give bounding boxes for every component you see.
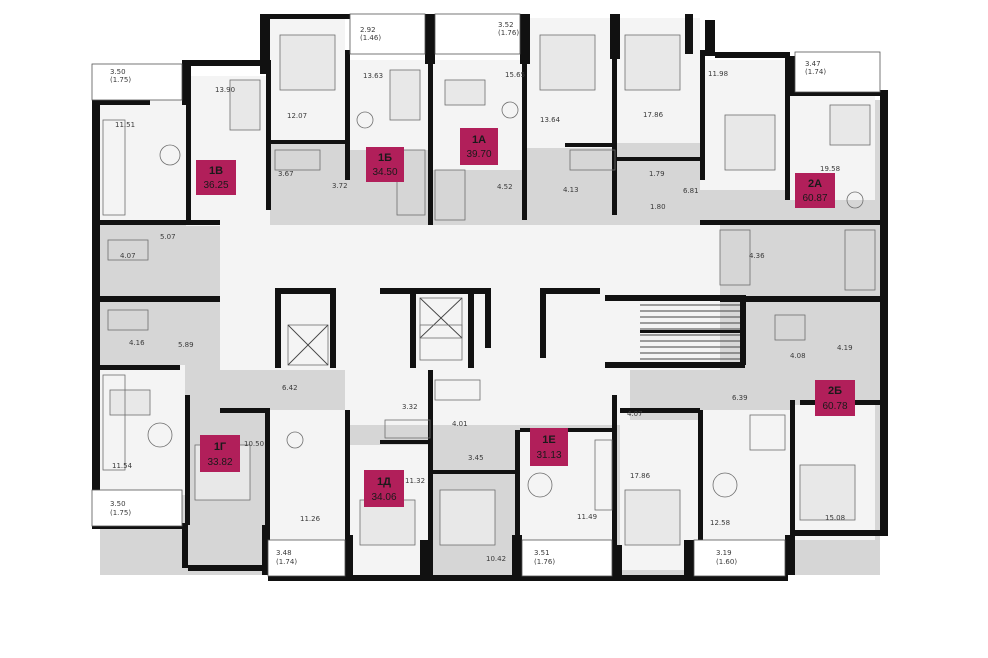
apartment-area: 33.82 [207,457,232,468]
room-label: 12.07 [287,112,307,120]
room-label: 11.32 [405,477,425,485]
room-label: 11.51 [115,121,135,129]
apartment-code: 2Б [828,385,842,397]
room-label: 3.50 [110,68,126,76]
room-label: (1.46) [360,34,381,42]
apartment-code: 1Г [214,441,227,453]
room-label: 10.42 [486,555,506,563]
walls [92,14,888,581]
room-label: 4.08 [790,352,806,360]
room-label: 12.58 [710,519,730,527]
room-label: (1.76) [534,558,555,566]
stair-steps [640,304,740,360]
apartment-code: 1Д [377,476,391,488]
room-label: 15.65 [505,71,525,79]
room-label: 13.63 [363,72,383,80]
room-label: 5.89 [178,341,194,349]
room-label: 11.49 [577,513,597,521]
room-label: 4.52 [497,183,513,191]
apartment-area: 34.06 [371,492,396,503]
room-label: 6.81 [683,187,699,195]
room-label: (1.74) [805,68,826,76]
apartment-area: 34.50 [372,167,397,178]
room-label: 11.26 [300,515,321,523]
room-label: 3.45 [468,454,484,462]
room-label: 4.13 [563,186,579,194]
apartment-badge-1a[interactable]: 1А 39.70 [460,128,498,165]
room-label: 4.19 [837,344,853,352]
room-label: 10.50 [244,440,264,448]
room-label: (1.74) [276,558,297,566]
apartment-code: 1Б [378,152,392,164]
room-label: 4.07 [120,252,136,260]
room-label: (1.76) [498,29,519,37]
room-label: 6.42 [282,384,298,392]
room-label: 1.80 [650,203,666,211]
room-label: 2.92 [360,26,376,34]
room-label: (1.75) [110,509,131,517]
stair-core [287,297,740,366]
room-labels: 3.50 (1.75) 11.51 13.90 12.07 2.92 (1.46… [110,21,853,566]
room-label: 11.98 [708,70,728,78]
balconies [91,13,881,577]
room-label: 3.47 [805,60,821,68]
furniture [102,34,876,546]
room-label: 3.72 [332,182,348,190]
room-label: 4.36 [749,252,765,260]
apartment-code: 1Е [542,434,555,446]
room-label: 3.32 [402,403,418,411]
room-label: 6.39 [732,394,748,402]
room-label: (1.60) [716,558,737,566]
room-label: 3.51 [534,549,550,557]
room-label: 4.16 [129,339,145,347]
apartment-area: 60.78 [822,401,847,412]
apartment-badge-1b[interactable]: 1Б 34.50 [366,147,404,182]
room-label: 17.86 [630,472,651,480]
apartment-area: 31.13 [536,450,561,461]
room-label: 3.50 [110,500,126,508]
apartment-area: 39.70 [466,149,491,160]
apartment-badge-2a[interactable]: 2А 60.87 [795,173,835,208]
room-label: 3.52 [498,21,514,29]
apartment-badge-1v[interactable]: 1В 36.25 [196,160,236,195]
apartment-badge-1d[interactable]: 1Д 34.06 [364,470,404,507]
room-label: 19.58 [820,165,840,173]
room-label: 3.19 [716,549,732,557]
apartment-area: 36.25 [203,180,228,191]
room-label: 13.64 [540,116,561,124]
room-label: 4.07 [627,410,643,418]
apartment-badges: 1В 36.25 1Б 34.50 1А 39.70 2А 60.87 1Г 3… [196,128,855,507]
apartment-badge-1g[interactable]: 1Г 33.82 [200,435,240,472]
room-label: 15.08 [825,514,845,522]
room-label: (1.75) [110,76,131,84]
apartment-badge-2b[interactable]: 2Б 60.78 [815,380,855,416]
room-label: 1.79 [649,170,665,178]
apartment-code: 1В [209,165,223,177]
apartment-badge-1e[interactable]: 1Е 31.13 [530,428,568,466]
room-label: 4.01 [452,420,468,428]
room-label: 3.67 [278,170,294,178]
room-label: 5.07 [160,233,176,241]
apartment-area: 60.87 [802,193,827,204]
room-label: 17.86 [643,111,664,119]
apartment-code: 1А [472,134,486,146]
room-label: 3.48 [276,549,292,557]
apartment-code: 2А [808,178,822,190]
room-label: 13.90 [215,86,235,94]
room-label: 11.54 [112,462,133,470]
